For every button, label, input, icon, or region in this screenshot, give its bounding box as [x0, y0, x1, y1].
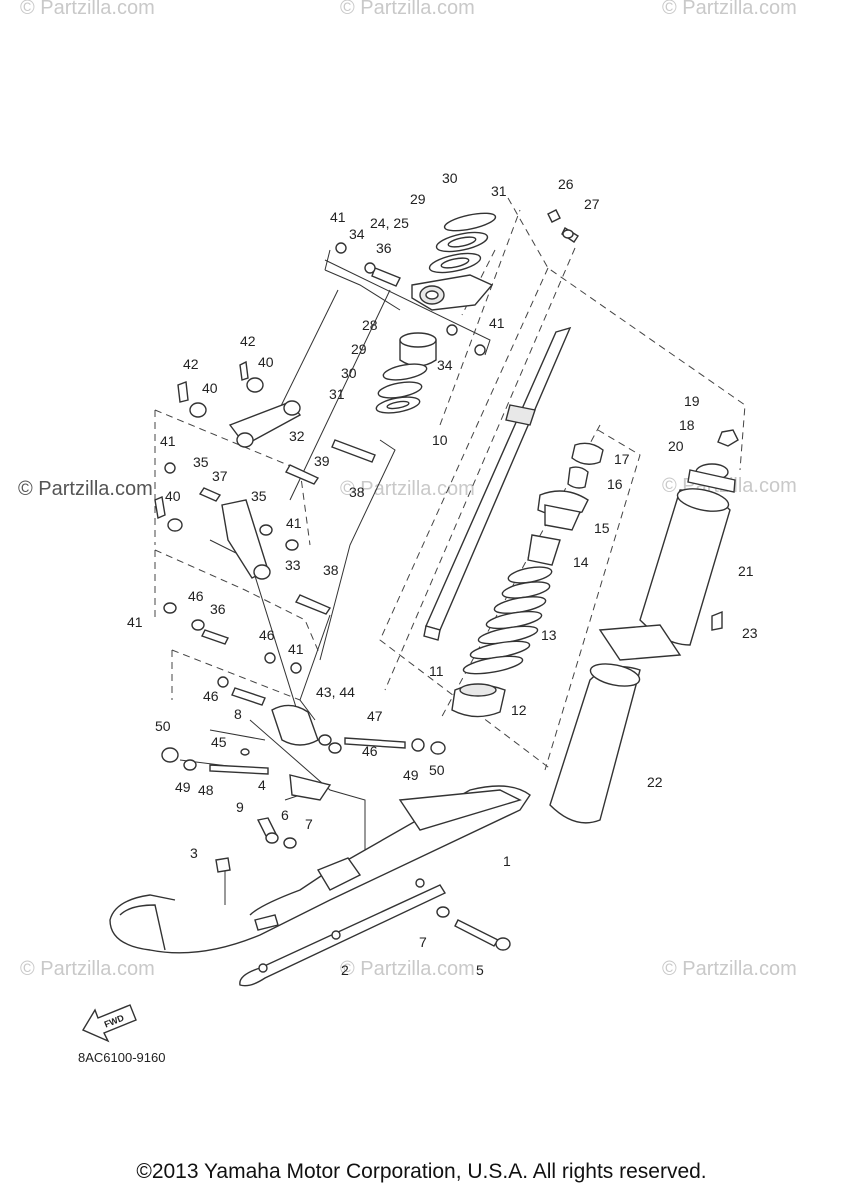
callout-49: 49: [403, 767, 419, 783]
callout-50: 50: [429, 762, 445, 778]
hardware: [161, 737, 446, 873]
callout-2: 2: [341, 962, 349, 978]
copyright-notice: ©2013 Yamaha Motor Corporation, U.S.A. A…: [136, 1160, 707, 1183]
watermark: © Partzilla.com: [662, 0, 797, 19]
callout-46: 46: [203, 688, 219, 704]
link-arms: [154, 360, 376, 746]
callout-45: 45: [211, 734, 227, 750]
callout-11: 11: [429, 663, 444, 679]
callout-42: 42: [183, 356, 199, 372]
callout-46: 46: [259, 627, 275, 643]
callout-7: 7: [305, 816, 313, 832]
callout-labels: 1 2 3 4 5 6 7 7 8 9 10 11 12 13 14 15 16…: [127, 170, 758, 978]
diagram-code: 8AC6100-9160: [78, 1050, 165, 1065]
callout-40: 40: [202, 380, 218, 396]
spacer-stack: [375, 332, 437, 414]
callout-17: 17: [614, 451, 630, 467]
callout-42: 42: [240, 333, 256, 349]
callout-30: 30: [442, 170, 458, 186]
callout-34: 34: [349, 226, 365, 242]
callout-33: 33: [285, 557, 301, 573]
callout-37: 37: [212, 468, 228, 484]
callout-10: 10: [432, 432, 448, 448]
callout-36: 36: [376, 240, 392, 256]
callout-3: 3: [190, 845, 198, 861]
upper-mount-assembly: [335, 209, 579, 356]
callout-49: 49: [175, 779, 191, 795]
callout-27: 27: [584, 196, 600, 212]
callout-36: 36: [210, 601, 226, 617]
callout-20: 20: [668, 438, 684, 454]
callout-40: 40: [165, 488, 181, 504]
watermark: © Partzilla.com: [18, 478, 153, 500]
ski: [109, 785, 531, 987]
callout-43-44: 43, 44: [316, 684, 355, 700]
callout-32: 32: [289, 428, 305, 444]
callout-41: 41: [288, 641, 304, 657]
callout-38: 38: [323, 562, 339, 578]
callout-31: 31: [329, 386, 345, 402]
shock-rod: [423, 326, 572, 641]
callout-21: 21: [738, 563, 754, 579]
fwd-arrow: FWD: [81, 1004, 137, 1043]
callout-29: 29: [410, 191, 426, 207]
callout-35: 35: [251, 488, 267, 504]
callout-29: 29: [351, 341, 367, 357]
callout-31: 31: [491, 183, 507, 199]
callout-48: 48: [198, 782, 214, 798]
callout-50: 50: [155, 718, 171, 734]
callout-14: 14: [573, 554, 589, 570]
callout-23: 23: [742, 625, 758, 641]
callout-41: 41: [489, 315, 505, 331]
callout-24-25: 24, 25: [370, 215, 409, 231]
callout-4: 4: [258, 777, 266, 793]
callout-38: 38: [349, 484, 365, 500]
callout-30: 30: [341, 365, 357, 381]
callout-40: 40: [258, 354, 274, 370]
callout-46: 46: [362, 743, 378, 759]
callout-8: 8: [234, 706, 242, 722]
callout-41: 41: [127, 614, 143, 630]
watermark: © Partzilla.com: [340, 958, 475, 980]
callout-15: 15: [594, 520, 610, 536]
callout-1: 1: [503, 853, 511, 869]
callout-46: 46: [188, 588, 204, 604]
callout-28: 28: [362, 317, 378, 333]
shock-covers: [549, 429, 739, 824]
callout-39: 39: [314, 453, 330, 469]
watermark: © Partzilla.com: [20, 0, 155, 19]
spring-assembly: [451, 442, 604, 718]
callout-34: 34: [437, 357, 453, 373]
callout-47: 47: [367, 708, 383, 724]
watermark: © Partzilla.com: [340, 0, 475, 19]
callout-13: 13: [541, 627, 557, 643]
callout-9: 9: [236, 799, 244, 815]
watermark: © Partzilla.com: [20, 958, 155, 980]
watermark: © Partzilla.com: [662, 958, 797, 980]
callout-16: 16: [607, 476, 623, 492]
callout-41: 41: [330, 209, 346, 225]
callout-12: 12: [511, 702, 527, 718]
callout-5: 5: [476, 962, 484, 978]
callout-7: 7: [419, 934, 427, 950]
callout-22: 22: [647, 774, 663, 790]
callout-41: 41: [160, 433, 176, 449]
callout-6: 6: [281, 807, 289, 823]
callout-35: 35: [193, 454, 209, 470]
callout-18: 18: [679, 417, 695, 433]
callout-26: 26: [558, 176, 574, 192]
callout-41: 41: [286, 515, 302, 531]
callout-19: 19: [684, 393, 700, 409]
